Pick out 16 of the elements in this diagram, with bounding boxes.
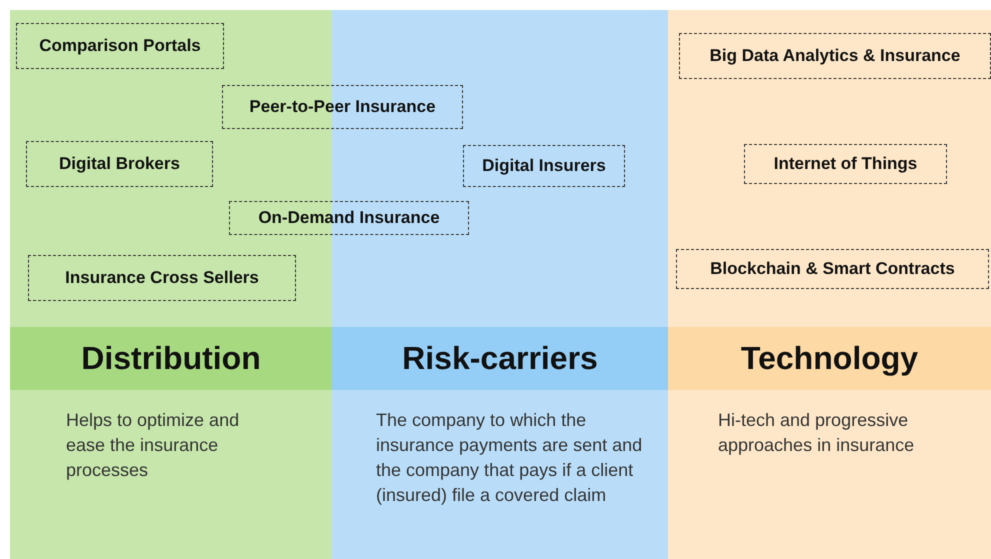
dashed-box: Blockchain & Smart Contracts	[676, 249, 989, 289]
dashed-box: Big Data Analytics & Insurance	[679, 33, 991, 79]
dashed-box: Insurance Cross Sellers	[28, 255, 296, 301]
column-heading: Risk-carriers	[402, 340, 598, 377]
dashed-box: Digital Brokers	[26, 141, 213, 187]
dashed-box: Digital Insurers	[463, 145, 625, 187]
dashed-box: Peer-to-Peer Insurance	[222, 85, 463, 129]
dashed-box: On-Demand Insurance	[229, 201, 469, 235]
column-description: Hi-tech and progressive approaches in insurance	[718, 409, 916, 457]
column-panel	[668, 10, 991, 559]
dashed-box: Comparison Portals	[16, 23, 224, 69]
column-description: Helps to optimize and ease the insurance processes	[66, 409, 240, 482]
column-description: The company to which the insurance payments are sent and the company that pays if a client (insured) file a covered claim	[376, 409, 644, 507]
dashed-box: Internet of Things	[744, 144, 947, 184]
column-heading: Technology	[740, 340, 918, 377]
column-heading: Distribution	[81, 340, 261, 377]
